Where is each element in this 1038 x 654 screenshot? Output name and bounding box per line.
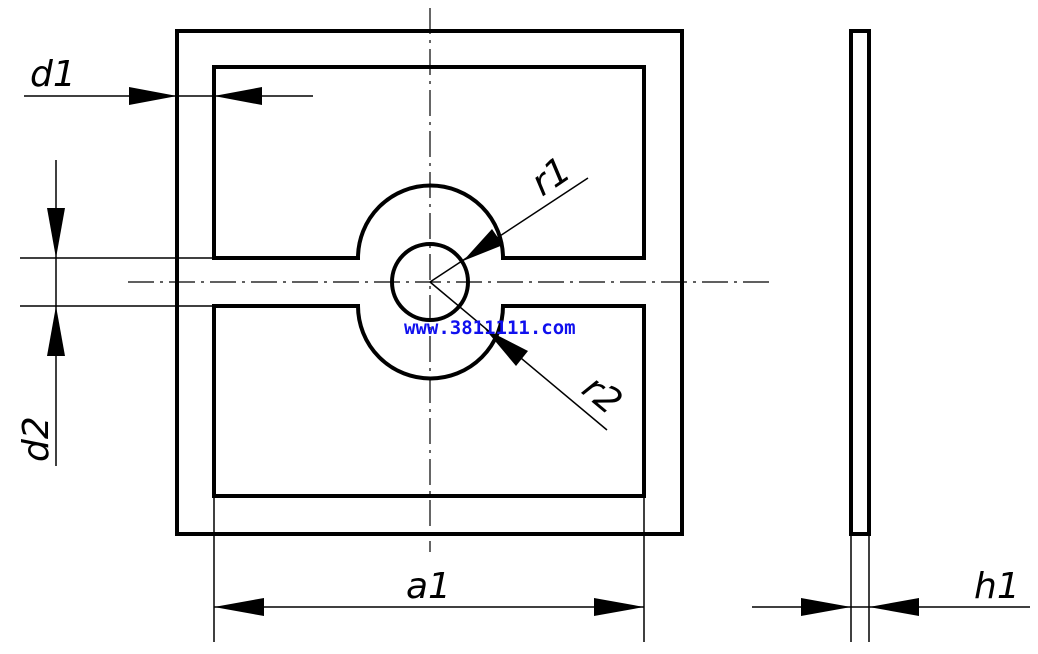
front-view — [128, 8, 775, 552]
dimension-d2: d2 — [16, 160, 214, 466]
inner-cutout-lower-outline — [212, 304, 646, 498]
a1-arrow-right — [594, 598, 644, 616]
r2-arrow — [485, 329, 528, 366]
r1-arrow — [463, 229, 503, 261]
r2-label: r2 — [574, 367, 629, 423]
dimension-d1: d1 — [24, 54, 313, 105]
d1-label: d1 — [30, 54, 76, 95]
dimension-h1: h1 — [752, 566, 1030, 616]
d1-arrow-left — [129, 87, 177, 105]
h1-arrow-right — [869, 598, 919, 616]
d2-label: d2 — [16, 416, 57, 462]
h1-arrow-left — [801, 598, 851, 616]
h1-label: h1 — [974, 566, 1020, 607]
d2-arrow-bottom — [47, 306, 65, 356]
dimension-r1: r1 — [429, 149, 589, 283]
a1-label: a1 — [406, 566, 451, 607]
a1-arrow-left — [214, 598, 264, 616]
dimension-a1: a1 — [213, 496, 645, 642]
r1-label: r1 — [524, 149, 578, 204]
watermark-text: www.3811111.com — [404, 317, 576, 339]
side-view — [849, 29, 871, 642]
d1-arrow-right — [214, 87, 262, 105]
d2-arrow-top — [47, 208, 65, 258]
inner-cutout-outline — [212, 65, 646, 260]
side-profile — [849, 29, 871, 536]
r1-leader — [429, 177, 589, 283]
